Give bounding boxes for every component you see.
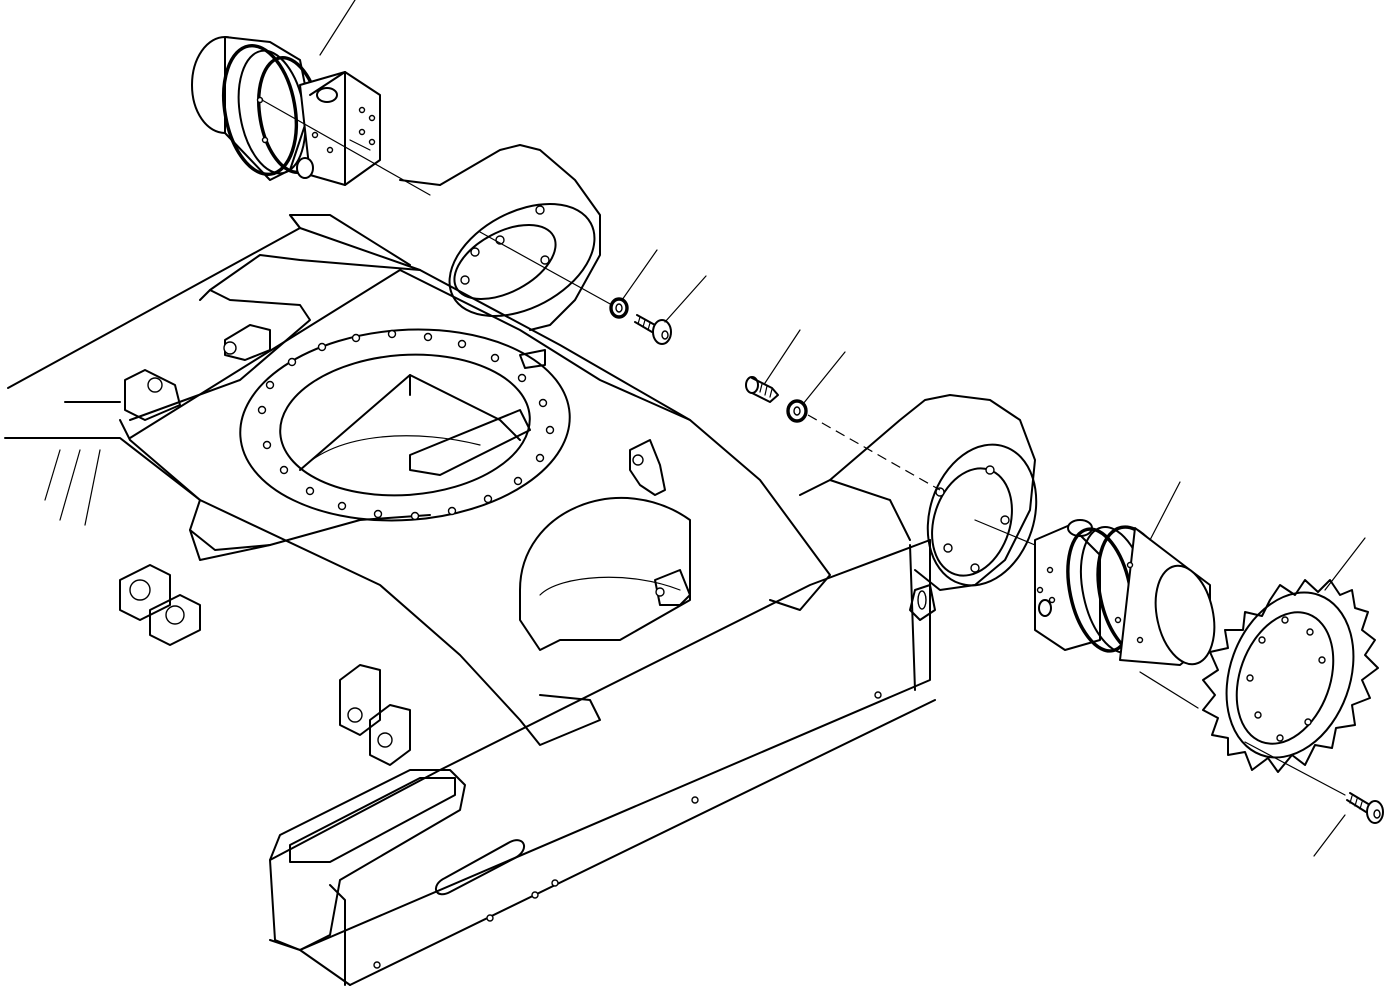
- washer-left: [609, 297, 629, 319]
- ring-bolt-holes: [257, 329, 555, 521]
- lower-travel-motor: [1034, 519, 1216, 666]
- bolt-left: [634, 314, 672, 345]
- bolt-sprocket: [1346, 792, 1384, 824]
- bolt-middle: [745, 376, 779, 403]
- sprocket: [1202, 579, 1379, 773]
- track-frame: [4, 144, 1038, 986]
- upper-travel-motor: [191, 36, 381, 186]
- washer-middle: [786, 399, 808, 423]
- leader-lines: [261, 0, 1366, 857]
